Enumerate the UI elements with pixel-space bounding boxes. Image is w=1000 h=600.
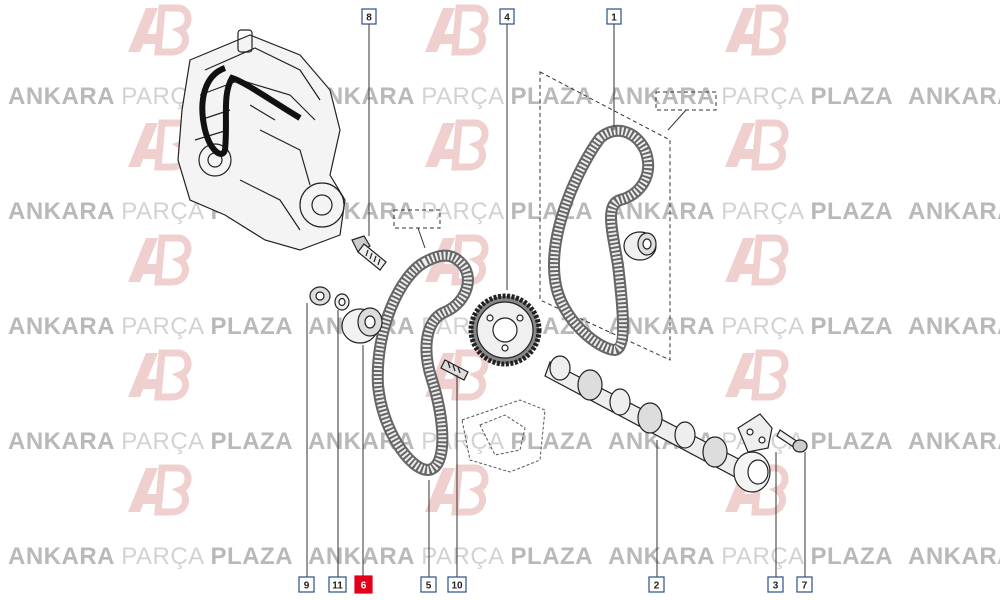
watermark-text: ANKARA PARÇA PLAZA xyxy=(608,83,893,110)
camshaft-sprocket xyxy=(468,293,542,367)
callout-label: 3 xyxy=(773,581,779,592)
callout-5[interactable]: 5 xyxy=(420,576,437,593)
watermark-logo xyxy=(425,464,489,516)
callout-2[interactable]: 2 xyxy=(648,576,665,593)
watermark-text: ANKARA PARÇA PLAZA xyxy=(308,428,593,455)
callout-label: 8 xyxy=(366,13,372,24)
watermark-text: ANKARA PARÇA PLAZA xyxy=(8,428,293,455)
idler-roller-right xyxy=(623,231,657,261)
watermark-text: ANKARA PARÇA PLAZA xyxy=(908,543,1000,570)
leader-lines xyxy=(306,24,806,578)
watermark-logo-layer xyxy=(128,4,789,516)
watermark-text: ANKARA PARÇA PLAZA xyxy=(608,198,893,225)
watermark-logo xyxy=(128,234,192,286)
watermark-text: ANKARA PARÇA PLAZA xyxy=(8,313,293,340)
callout-1[interactable]: 1 xyxy=(606,8,622,25)
callout-11[interactable]: 11 xyxy=(328,576,347,593)
watermark-text: ANKARA PARÇA PLAZA xyxy=(308,83,593,110)
timing-belt-right xyxy=(548,124,655,357)
bracket-bolt xyxy=(776,429,808,453)
washer xyxy=(334,293,350,311)
watermark-text: ANKARA PARÇA PLAZA xyxy=(908,313,1000,340)
callout-label: 9 xyxy=(304,581,310,592)
nut xyxy=(309,286,331,306)
timing-belt-left xyxy=(371,249,474,477)
tensioner-pulley xyxy=(341,307,383,344)
callout-label: 2 xyxy=(654,581,660,592)
watermark-logo xyxy=(128,349,192,401)
camshaft xyxy=(544,355,771,493)
callout-label: 4 xyxy=(504,13,510,24)
watermark-logo xyxy=(128,4,192,56)
watermark-text: ANKARA PARÇA PLAZA xyxy=(608,543,893,570)
callout-3[interactable]: 3 xyxy=(767,576,784,593)
callout-7[interactable]: 7 xyxy=(796,576,813,593)
dowel-pin xyxy=(440,359,469,381)
watermark-text: ANKARA PARÇA PLAZA xyxy=(8,543,293,570)
tensioner-bolt xyxy=(351,235,387,271)
callout-6[interactable]: 6 xyxy=(354,575,373,594)
watermark-logo xyxy=(725,234,789,286)
callout-10[interactable]: 10 xyxy=(447,576,467,593)
callout-label: 11 xyxy=(332,581,343,592)
watermark-logo xyxy=(128,464,192,516)
watermark-text: ANKARA PARÇA PLAZA xyxy=(608,313,893,340)
callout-label: 6 xyxy=(361,581,367,592)
engine-block-illustration xyxy=(177,29,346,251)
watermark-text: ANKARA PARÇA PLAZA xyxy=(908,428,1000,455)
watermark-text: ANKARA PARÇA PLAZA xyxy=(308,543,593,570)
callout-9[interactable]: 9 xyxy=(298,576,315,593)
callout-label: 1 xyxy=(611,13,617,24)
watermark-logo xyxy=(725,119,789,171)
bracket-plate xyxy=(737,413,773,453)
dashed-reference-frames xyxy=(393,71,717,361)
watermark-logo xyxy=(425,119,489,171)
watermark-text: ANKARA PARÇA PLAZA xyxy=(908,83,1000,110)
watermark-logo xyxy=(425,4,489,56)
watermark-text: ANKARA PARÇA PLAZA xyxy=(908,198,1000,225)
callout-4[interactable]: 4 xyxy=(499,8,515,25)
watermark-logo xyxy=(725,349,789,401)
callout-label: 7 xyxy=(802,581,808,592)
cover-outline xyxy=(461,399,546,473)
callout-8[interactable]: 8 xyxy=(361,8,377,25)
callout-label: 5 xyxy=(426,581,432,592)
callout-label: 10 xyxy=(451,581,463,592)
watermark-text: ANKARA PARÇA PLAZA xyxy=(308,198,593,225)
watermark-logo xyxy=(725,4,789,56)
